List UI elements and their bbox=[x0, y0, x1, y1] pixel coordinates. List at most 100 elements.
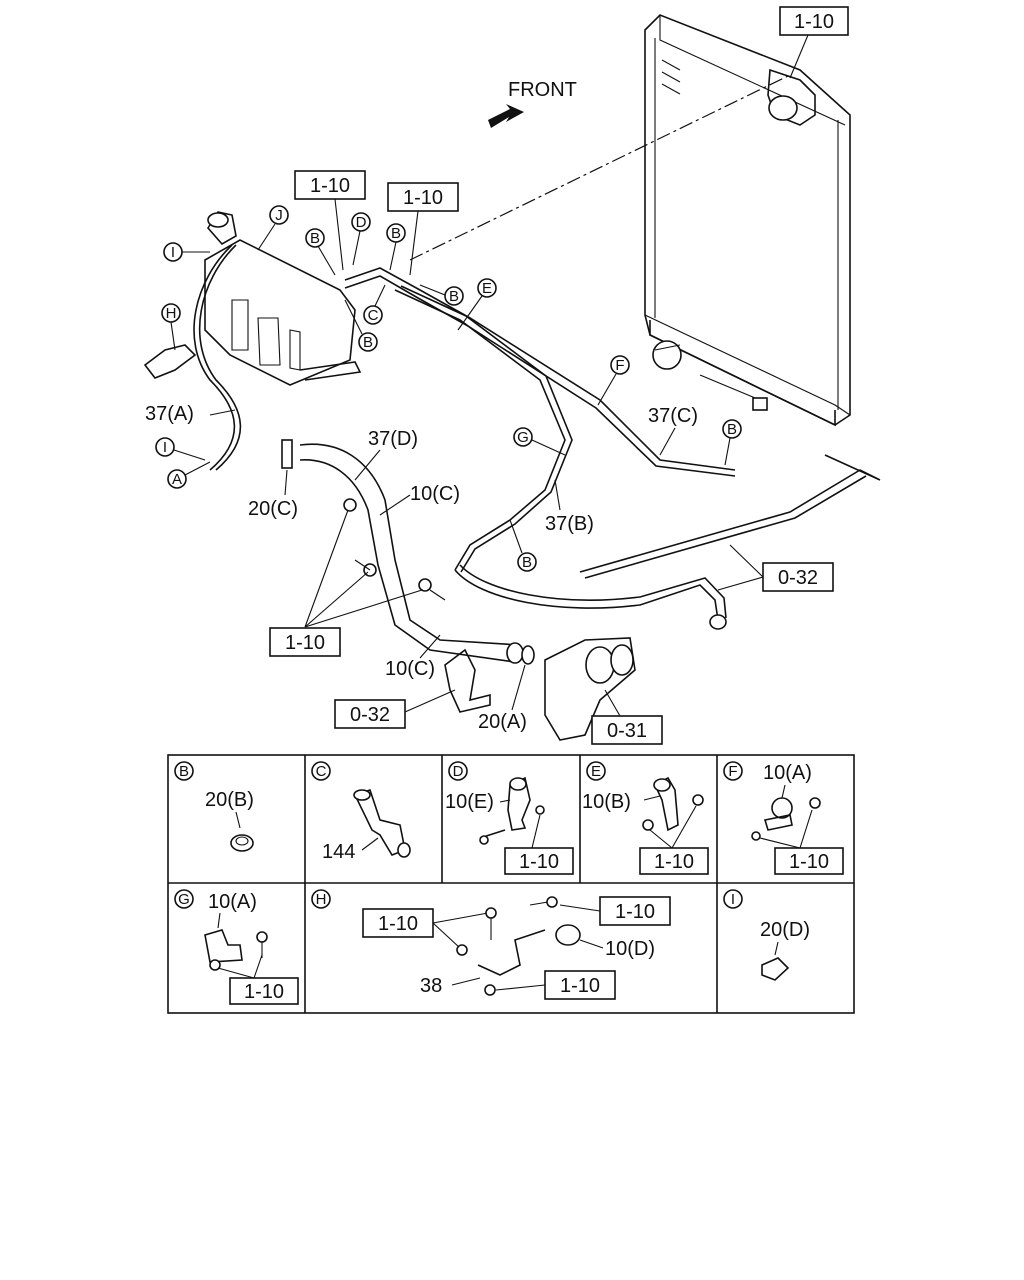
svg-text:B: B bbox=[179, 763, 189, 780]
panel-i-part: 20(D) bbox=[760, 919, 810, 941]
label-37a: 37(A) bbox=[145, 403, 194, 425]
panel-e-part: 10(B) bbox=[582, 791, 631, 813]
ref-box-radiator: 1-10 bbox=[779, 6, 849, 79]
label-20a: 20(A) bbox=[478, 711, 527, 733]
svg-text:1-10: 1-10 bbox=[403, 187, 443, 209]
radiator bbox=[644, 14, 851, 427]
svg-text:C: C bbox=[316, 763, 327, 780]
svg-text:D: D bbox=[356, 214, 367, 231]
panel-h-ref-3: 1-10 bbox=[560, 975, 600, 997]
svg-text:E: E bbox=[591, 763, 601, 780]
svg-text:1-10: 1-10 bbox=[310, 175, 350, 197]
panel-g-part: 10(A) bbox=[208, 891, 257, 913]
front-label: FRONT bbox=[508, 79, 577, 101]
marker-b-5: B bbox=[722, 419, 742, 466]
label-37d: 37(D) bbox=[368, 428, 418, 450]
panel-h-ref-1: 1-10 bbox=[378, 913, 418, 935]
detail-panel-e: E 10(B) 1-10 bbox=[582, 761, 709, 875]
ref-box-tank-2: 1-10 bbox=[387, 182, 459, 276]
panel-h-part-1: 10(D) bbox=[605, 938, 655, 960]
svg-text:H: H bbox=[166, 305, 177, 322]
svg-text:0-31: 0-31 bbox=[607, 720, 647, 742]
svg-text:C: C bbox=[368, 307, 379, 324]
detail-panel-c: C 144 bbox=[311, 761, 411, 863]
label-37c: 37(C) bbox=[648, 405, 698, 427]
detail-grid bbox=[167, 754, 855, 1014]
hose-37b bbox=[394, 289, 566, 571]
svg-text:A: A bbox=[172, 471, 182, 488]
svg-text:I: I bbox=[171, 244, 175, 261]
marker-c: C bbox=[363, 284, 386, 325]
label-10c-lower: 10(C) bbox=[385, 658, 435, 680]
detail-panel-i: I 20(D) bbox=[723, 889, 810, 981]
bracket-h bbox=[143, 344, 197, 379]
svg-text:0-32: 0-32 bbox=[778, 567, 818, 589]
svg-text:J: J bbox=[275, 207, 283, 224]
ref-box-lower: 1-10 bbox=[269, 627, 341, 657]
marker-g: G bbox=[513, 427, 566, 456]
marker-e: E bbox=[457, 278, 497, 331]
tank-cap bbox=[207, 212, 229, 228]
bracket-0-32 bbox=[444, 648, 491, 713]
marker-f: F bbox=[597, 355, 630, 406]
panel-f-part: 10(A) bbox=[763, 762, 812, 784]
svg-text:1-10: 1-10 bbox=[285, 632, 325, 654]
radiator-inlet bbox=[768, 95, 798, 121]
svg-text:D: D bbox=[453, 763, 464, 780]
marker-b-3: B bbox=[344, 299, 378, 352]
panel-h-part-2: 38 bbox=[420, 975, 442, 997]
ref-box-housing: 0-31 bbox=[591, 689, 663, 745]
detail-panel-b: B 20(B) bbox=[174, 761, 254, 852]
marker-a: A bbox=[167, 461, 211, 489]
marker-b-1: B bbox=[305, 228, 336, 276]
marker-b-6: B bbox=[509, 519, 537, 572]
hose-37d bbox=[299, 443, 521, 646]
label-20c: 20(C) bbox=[248, 498, 298, 520]
bolts bbox=[343, 498, 446, 601]
pipe-0-32 bbox=[454, 569, 719, 621]
svg-text:H: H bbox=[316, 891, 327, 908]
detail-panel-d: D 10(E) 1-10 bbox=[445, 761, 574, 875]
panel-d-ref: 1-10 bbox=[519, 851, 559, 873]
panel-g-ref: 1-10 bbox=[244, 981, 284, 1003]
detail-panel-h: H 1-10 1-10 10(D) 38 1-10 bbox=[311, 889, 671, 1000]
svg-text:F: F bbox=[615, 357, 624, 374]
svg-text:E: E bbox=[482, 280, 492, 297]
front-indicator: FRONT bbox=[488, 79, 577, 128]
svg-text:G: G bbox=[178, 891, 190, 908]
svg-text:0-32: 0-32 bbox=[350, 704, 390, 726]
svg-text:B: B bbox=[391, 225, 401, 242]
svg-text:F: F bbox=[728, 763, 737, 780]
ref-box-bracket: 0-32 bbox=[334, 689, 456, 729]
reservoir-tank bbox=[204, 211, 362, 386]
panel-d-part: 10(E) bbox=[445, 791, 494, 813]
svg-text:G: G bbox=[517, 429, 529, 446]
svg-text:I: I bbox=[163, 439, 167, 456]
ref-box-pipe: 0-32 bbox=[717, 544, 834, 592]
svg-text:1-10: 1-10 bbox=[794, 11, 834, 33]
detail-panel-g: G 10(A) 1-10 bbox=[174, 889, 299, 1005]
clamp-20c bbox=[281, 439, 293, 469]
svg-text:B: B bbox=[727, 421, 737, 438]
panel-h-ref-2: 1-10 bbox=[615, 901, 655, 923]
marker-i-2: I bbox=[155, 437, 206, 461]
panel-e-ref: 1-10 bbox=[654, 851, 694, 873]
label-37b: 37(B) bbox=[545, 513, 594, 535]
detail-panel-f: F 10(A) 1-10 bbox=[723, 761, 844, 875]
panel-f-ref: 1-10 bbox=[789, 851, 829, 873]
marker-i-1: I bbox=[163, 242, 210, 262]
label-10c-upper: 10(C) bbox=[410, 483, 460, 505]
marker-b-4: B bbox=[419, 284, 464, 306]
hose-37a bbox=[193, 244, 236, 471]
marker-b-2: B bbox=[386, 223, 406, 271]
thermostat-housing bbox=[521, 637, 636, 741]
svg-text:B: B bbox=[449, 288, 459, 305]
panel-b-part: 20(B) bbox=[205, 789, 254, 811]
leader-line bbox=[409, 74, 791, 261]
radiator-outlet bbox=[652, 340, 682, 370]
ref-box-tank-1: 1-10 bbox=[294, 170, 366, 271]
marker-j: J bbox=[257, 205, 289, 251]
svg-text:B: B bbox=[310, 230, 320, 247]
svg-text:B: B bbox=[363, 334, 373, 351]
